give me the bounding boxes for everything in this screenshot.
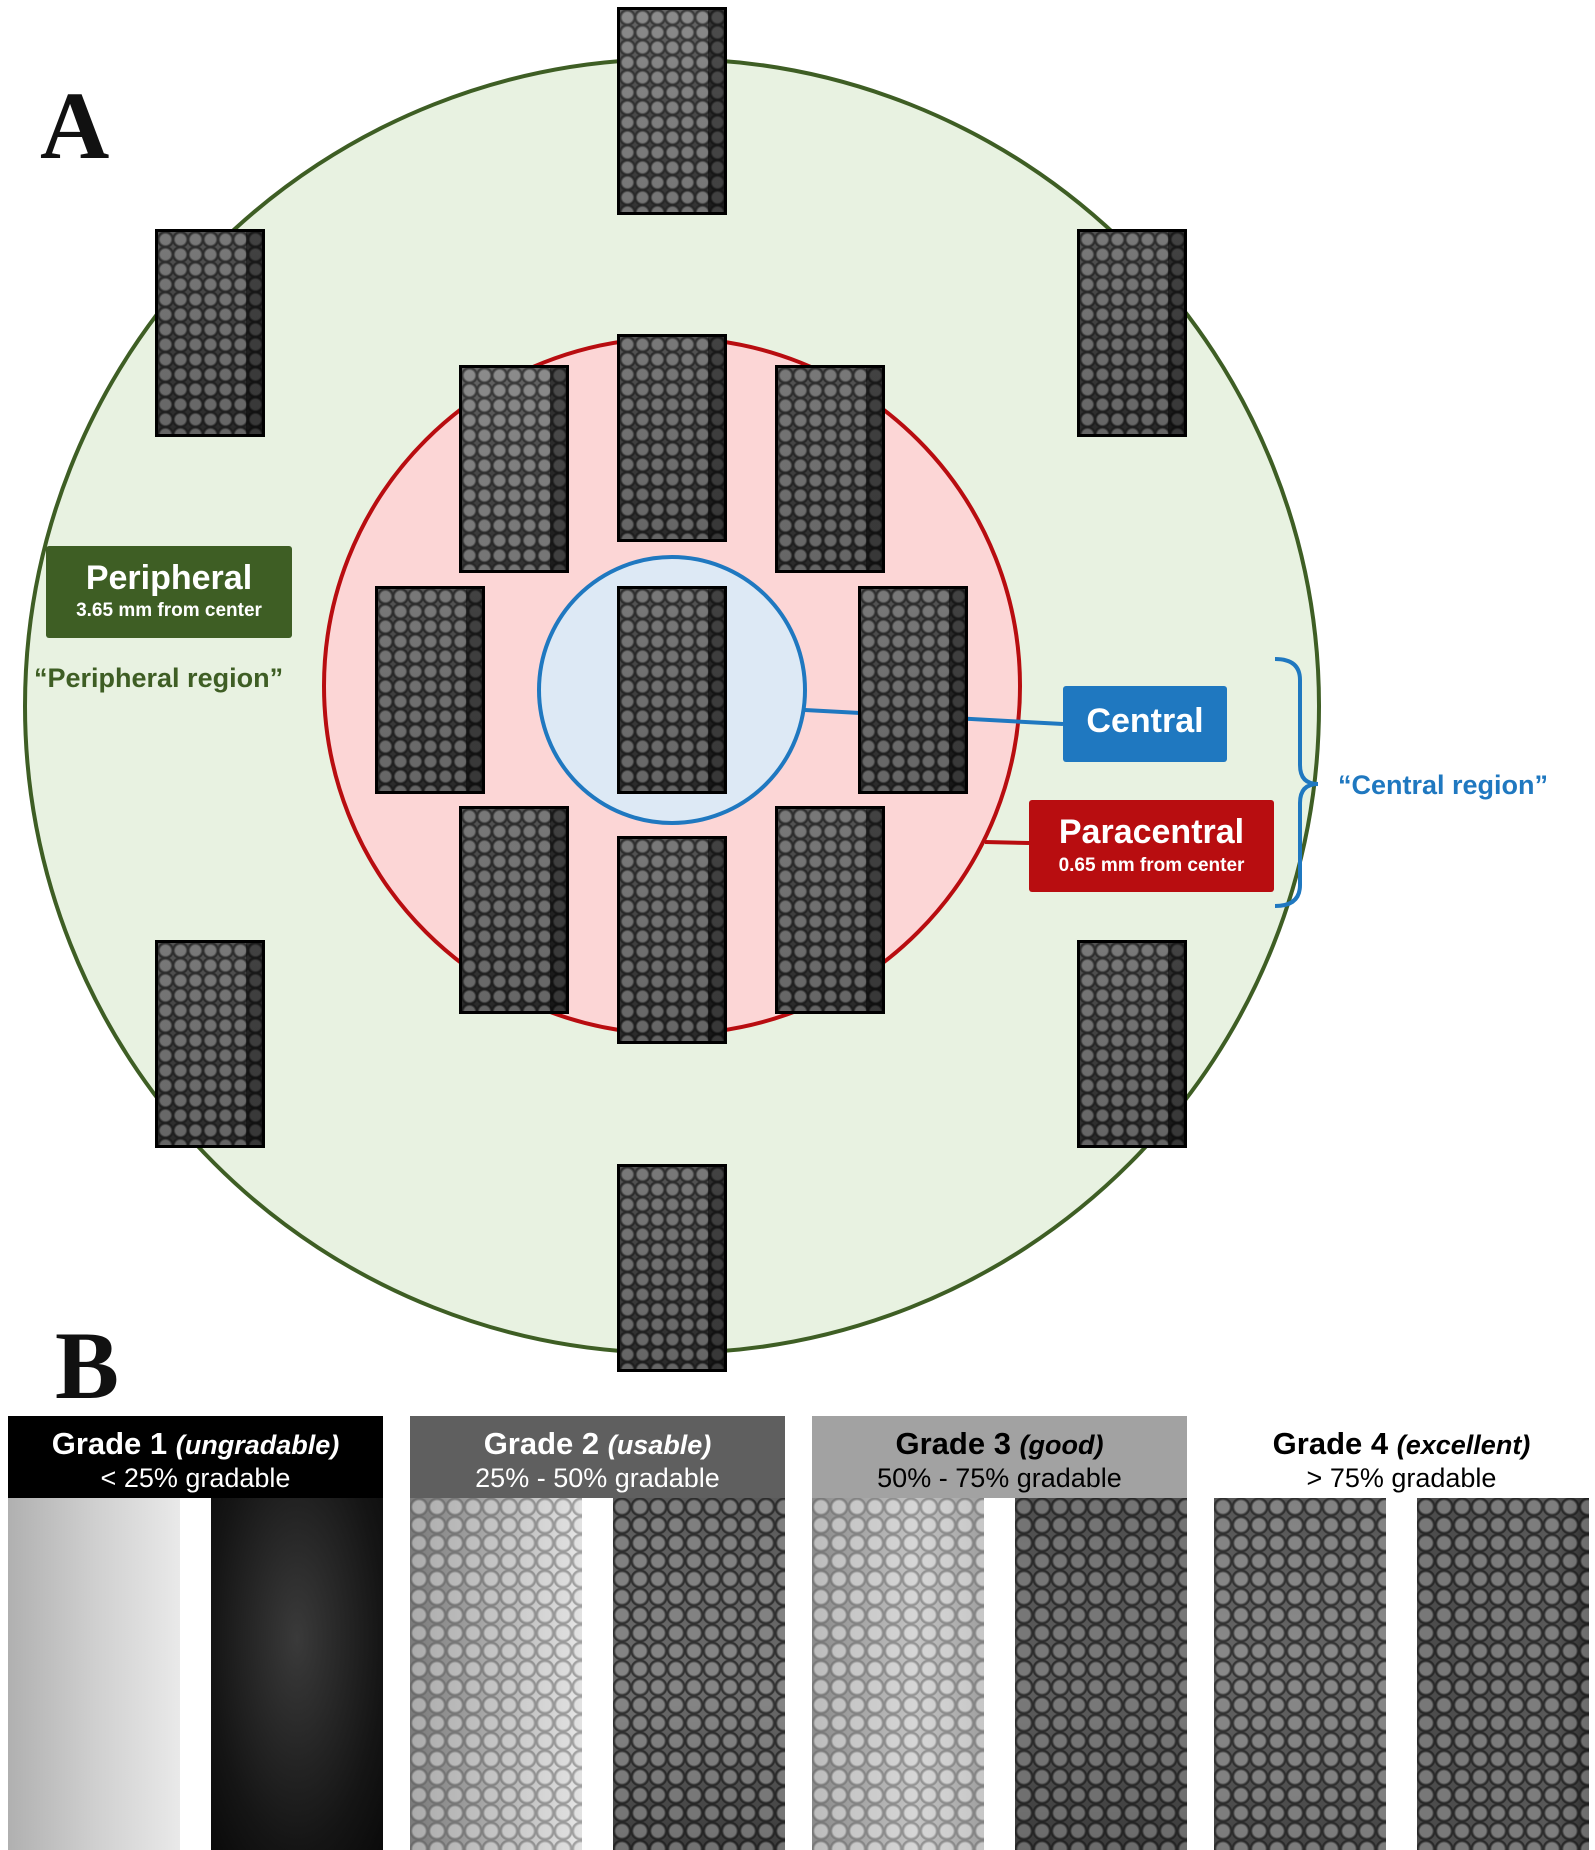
grade-2-qualifier: (usable): [607, 1430, 712, 1460]
paracentral-image-upper-left: [459, 365, 569, 573]
grade-1-example-image-2: [211, 1498, 383, 1850]
peripheral-image-upper-right: [1077, 229, 1187, 437]
grade-4-range: > 75% gradable: [1306, 1462, 1497, 1493]
peripheral-region-label: “Peripheral region”: [34, 663, 284, 693]
paracentral-image-upper-right: [775, 365, 885, 573]
peripheral-image-top: [617, 7, 727, 215]
paracentral-image-right: [858, 586, 968, 794]
grade-4-example-image-2: [1417, 1498, 1589, 1850]
grade-4-example-image-1: [1214, 1498, 1386, 1850]
central-region-label: “Central region”: [1338, 770, 1549, 800]
grade-3-range: 50% - 75% gradable: [877, 1462, 1122, 1493]
central-image: [617, 586, 727, 794]
grade-4-column: Grade 4 (excellent) > 75% gradable: [1214, 1416, 1589, 1850]
paracentral-title: Paracentral: [1058, 813, 1245, 851]
grade-3-example-image-1: [812, 1498, 984, 1850]
paracentral-distance: 0.65 mm from center: [1058, 855, 1245, 877]
grade-4-header: Grade 4 (excellent) > 75% gradable: [1214, 1416, 1589, 1498]
grade-1-range: < 25% gradable: [100, 1462, 291, 1493]
grade-2-title: Grade 2: [483, 1426, 600, 1461]
grade-2-example-image-1: [410, 1498, 582, 1850]
paracentral-image-lower-right: [775, 806, 885, 1014]
panel-b-label: B: [55, 1312, 120, 1419]
peripheral-title: Peripheral: [85, 559, 253, 597]
paracentral-image-left: [375, 586, 485, 794]
central-title: Central: [1086, 702, 1204, 740]
grade-1-header: Grade 1 (ungradable) < 25% gradable: [8, 1416, 383, 1498]
paracentral-image-top: [617, 334, 727, 542]
grade-4-qualifier: (excellent): [1396, 1430, 1531, 1460]
grade-1-qualifier: (ungradable): [175, 1430, 340, 1460]
panel-a-label: A: [40, 72, 110, 179]
grade-4-title: Grade 4: [1272, 1426, 1389, 1461]
grade-3-title: Grade 3: [895, 1426, 1011, 1461]
grade-3-qualifier: (good): [1019, 1430, 1104, 1460]
peripheral-image-lower-right: [1077, 940, 1187, 1148]
central-region-bracket: [1274, 657, 1319, 908]
grade-1-column: Grade 1 (ungradable) < 25% gradable: [8, 1416, 383, 1850]
grade-3-example-image-2: [1015, 1498, 1187, 1850]
peripheral-image-upper-left: [155, 229, 265, 437]
paracentral-connector-line: [984, 840, 1030, 845]
paracentral-label-box: Paracentral 0.65 mm from center: [1029, 800, 1274, 892]
grade-1-example-image-1: [8, 1498, 180, 1850]
grade-2-example-image-2: [613, 1498, 785, 1850]
peripheral-image-lower-left: [155, 940, 265, 1148]
peripheral-label-box: Peripheral 3.65 mm from center: [46, 546, 292, 638]
central-label-box: Central: [1063, 686, 1227, 762]
peripheral-image-bottom: [617, 1164, 727, 1372]
paracentral-image-lower-left: [459, 806, 569, 1014]
peripheral-distance: 3.65 mm from center: [76, 600, 262, 622]
grade-2-header: Grade 2 (usable) 25% - 50% gradable: [410, 1416, 785, 1498]
grade-2-column: Grade 2 (usable) 25% - 50% gradable: [410, 1416, 785, 1850]
grade-1-title: Grade 1: [51, 1426, 168, 1461]
paracentral-image-bottom: [617, 836, 727, 1044]
grade-3-column: Grade 3 (good) 50% - 75% gradable: [812, 1416, 1187, 1850]
grade-3-header: Grade 3 (good) 50% - 75% gradable: [812, 1416, 1187, 1498]
grade-2-range: 25% - 50% gradable: [475, 1462, 720, 1493]
